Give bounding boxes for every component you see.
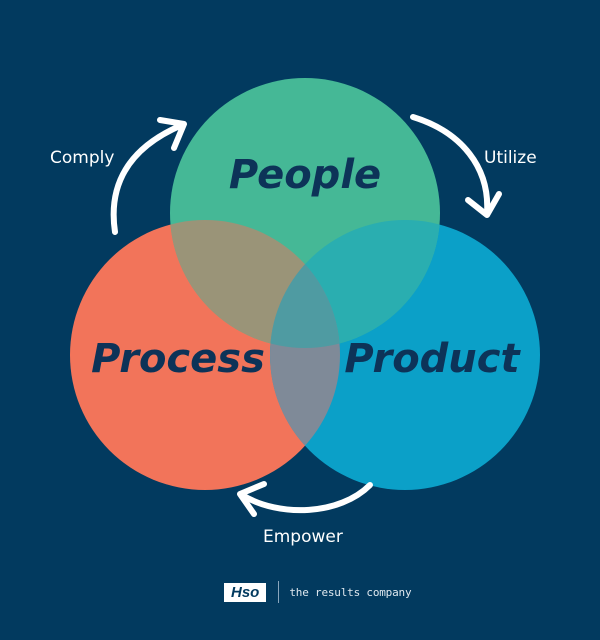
logo-mark: Hso <box>224 582 267 602</box>
utilize-arrow-icon <box>410 114 502 218</box>
people-label: People <box>229 152 381 198</box>
people-product-overlap <box>270 220 440 348</box>
empower-arrow-icon <box>237 481 373 517</box>
product-label: Product <box>344 336 521 382</box>
people-process-overlap <box>170 220 340 348</box>
comply-label: Comply <box>50 148 114 168</box>
company-logo: Hso the results company <box>224 581 412 603</box>
empower-label: Empower <box>263 527 343 547</box>
comply-arrow-icon <box>110 117 187 235</box>
utilize-label: Utilize <box>484 148 537 168</box>
logo-divider <box>278 581 280 603</box>
process-label: Process <box>91 336 265 382</box>
logo-tagline: the results company <box>289 585 412 599</box>
